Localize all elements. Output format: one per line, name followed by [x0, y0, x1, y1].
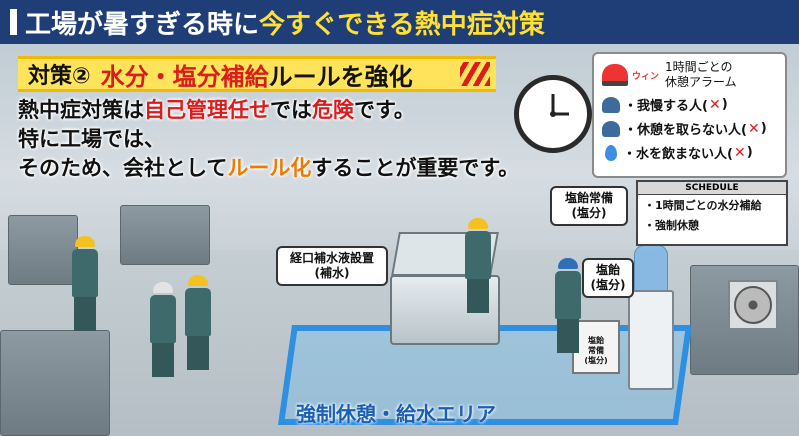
- fan-icon: [734, 286, 772, 324]
- alarm-rule-1: ・我慢する人(✕): [602, 95, 777, 114]
- body-line1-d: 危険: [312, 98, 354, 122]
- body-line-1: 熱中症対策は自己管理任せでは危険です。: [18, 96, 558, 125]
- worker-salt: [555, 258, 581, 353]
- water-bottle: [634, 245, 668, 293]
- salt-candy-box-label: 塩飴 常備 (塩分): [574, 322, 618, 366]
- water-drop-icon: [605, 144, 617, 161]
- bin-label-line3: (塩分): [584, 356, 608, 365]
- alarm-rule-2: ・休憩を取らない人(✕): [602, 119, 777, 138]
- alarm-title-line1: 1時間ごとの: [665, 60, 733, 74]
- worker-clipboard: [185, 275, 211, 370]
- rule-3-text: ・水を飲まない人(: [623, 147, 733, 162]
- section-title-rest: ルールを強化: [268, 62, 413, 91]
- person-icon: [602, 96, 620, 113]
- rule-1-text: ・我慢する人(: [624, 99, 708, 114]
- body-line1-c: では: [270, 98, 312, 122]
- warning-stripes: [460, 62, 490, 86]
- cross-icon: ✕: [708, 96, 721, 113]
- page-title-bar: 工場が暑すぎる時に 今すぐできる熱中症対策: [0, 0, 799, 44]
- rule-3-close: ): [746, 145, 753, 160]
- section-heading: 対策② 水分・塩分補給 ルールを強化: [18, 56, 496, 92]
- schedule-header: SCHEDULE: [638, 182, 786, 195]
- salt-stock-line1: 塩飴常備: [564, 191, 613, 205]
- machine-left-1: [8, 215, 78, 285]
- siren-sound: ウィン: [632, 71, 660, 82]
- candy-line2: (塩分): [590, 278, 626, 292]
- title-marker: [10, 9, 17, 35]
- zone-label: 強制休憩・給水エリア: [296, 402, 496, 426]
- callout-salt-stock: 塩飴常備 (塩分): [550, 186, 628, 226]
- body-text: 熱中症対策は自己管理任せでは危険です。 特に工場では、 そのため、会社としてルー…: [18, 96, 558, 183]
- machine-left-2: [120, 205, 210, 265]
- schedule-board: SCHEDULE ・1時間ごとの水分補給 ・強制休憩: [636, 180, 788, 246]
- body-line1-e: です。: [354, 98, 415, 122]
- ors-line1: 経口補水液設置: [289, 251, 374, 265]
- body-line-2: 特に工場では、: [18, 127, 165, 151]
- schedule-item-1: ・1時間ごとの水分補給: [644, 199, 762, 212]
- section-title-emphasis: 水分・塩分補給: [100, 62, 269, 91]
- body-line1-b: 自己管理任せ: [144, 98, 270, 122]
- alarm-card: ウィン 1時間ごとの 休憩アラーム ・我慢する人(✕) ・休憩を取らない人(✕)…: [592, 52, 787, 178]
- body-line3-c: することが重要です。: [311, 156, 520, 180]
- worker-machine: [72, 236, 98, 331]
- section-number: 対策②: [28, 64, 91, 89]
- alarm-header: ウィン 1時間ごとの 休憩アラーム: [602, 60, 777, 90]
- page-title-part2: 今すぐできる熱中症対策: [259, 9, 545, 40]
- clock-icon: [514, 75, 592, 153]
- ventilation-fan: [728, 280, 778, 330]
- worker-background: [150, 282, 176, 377]
- body-line-3: そのため、会社としてルール化することが重要です。: [18, 154, 558, 183]
- schedule-item-2: ・強制休憩: [644, 219, 699, 232]
- salt-candy-box: 塩飴 常備 (塩分): [572, 320, 620, 374]
- callout-salt-candy: 塩飴 (塩分): [582, 258, 634, 298]
- alarm-title: 1時間ごとの 休憩アラーム: [665, 60, 737, 90]
- ors-line2: (補水): [314, 266, 350, 280]
- worker-drinking: [465, 218, 491, 313]
- rule-2-close: ): [760, 121, 767, 136]
- bin-label-line1: 塩飴: [588, 336, 604, 345]
- salt-stock-line2: (塩分): [571, 206, 607, 220]
- rule-2-text: ・休憩を取らない人(: [624, 123, 747, 138]
- body-line1-a: 熱中症対策は: [18, 98, 144, 122]
- alarm-title-line2: 休憩アラーム: [665, 75, 737, 89]
- person-icon: [602, 120, 620, 137]
- body-line3-b: ルール化: [227, 156, 312, 180]
- cross-icon: ✕: [733, 144, 746, 161]
- machine-left-3: [0, 330, 110, 436]
- callout-ors: 経口補水液設置 (補水): [276, 246, 388, 286]
- siren-icon: [602, 64, 628, 86]
- bin-label-line2: 常備: [588, 346, 604, 355]
- candy-line1: 塩飴: [595, 263, 620, 277]
- water-dispenser: [628, 290, 674, 390]
- body-line3-a: そのため、会社として: [18, 156, 228, 180]
- rule-1-close: ): [721, 97, 728, 112]
- page-title-part1: 工場が暑すぎる時に: [25, 9, 260, 40]
- cross-icon: ✕: [747, 120, 760, 137]
- alarm-rule-3: ・水を飲まない人(✕): [602, 143, 777, 162]
